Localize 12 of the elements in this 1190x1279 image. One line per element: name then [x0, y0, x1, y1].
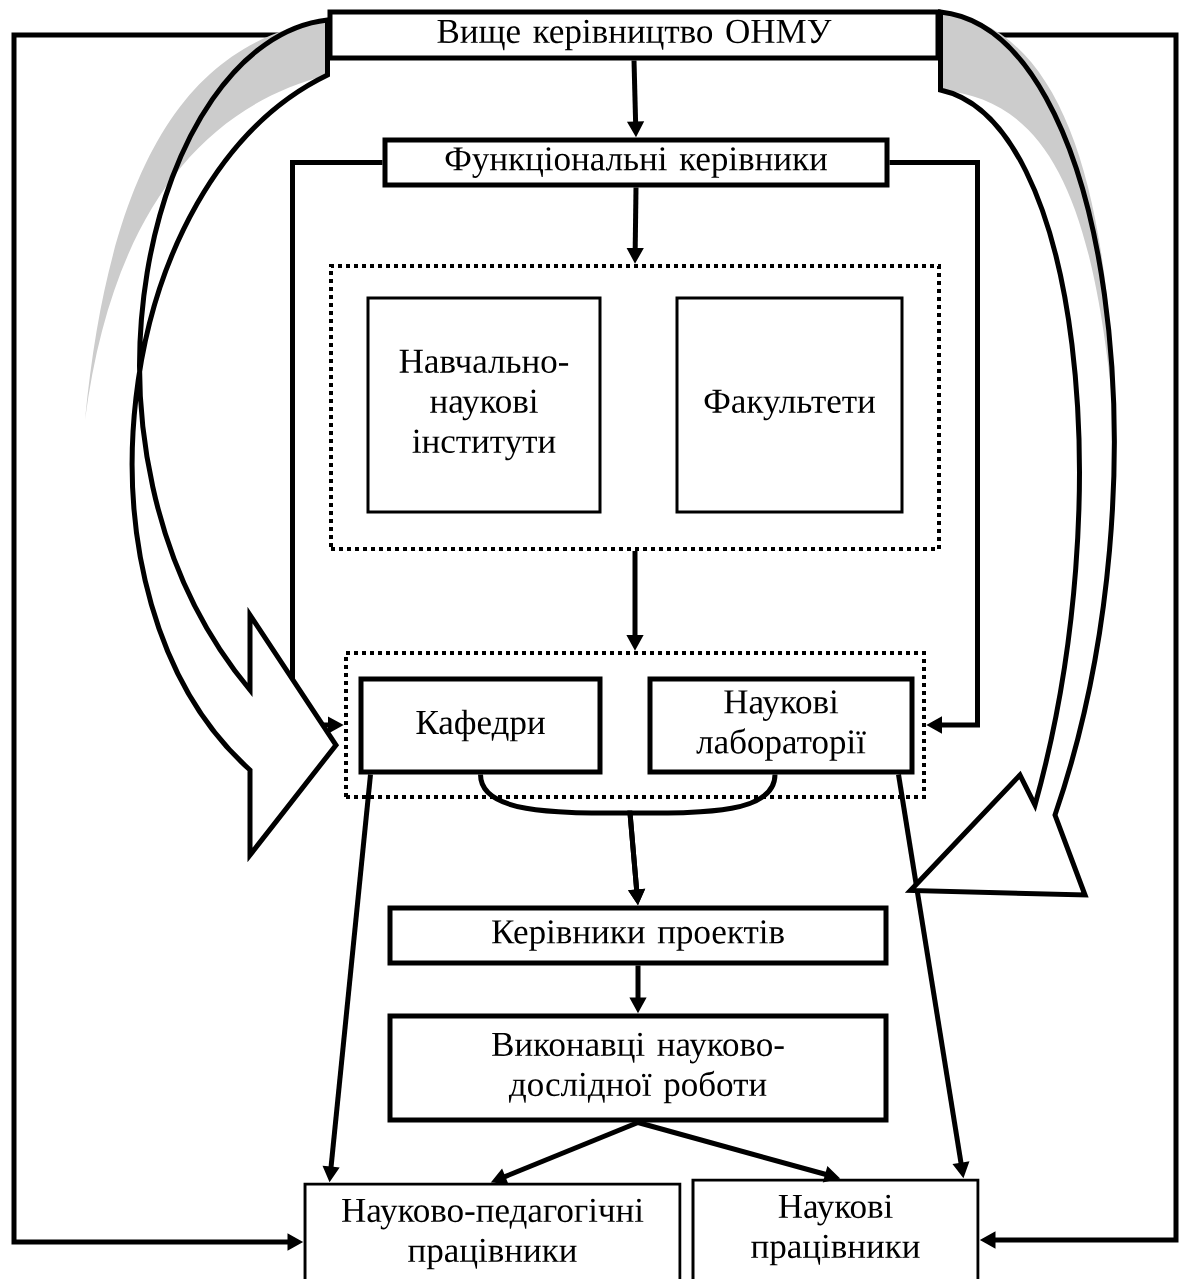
group-frame — [329, 264, 941, 551]
unit-box: Кафедри — [358, 676, 603, 775]
process-box: Функціональні керівники — [382, 137, 890, 188]
staff-box: Наукові працівники — [691, 1178, 980, 1279]
process-box: Виконавці науково-дослідної роботи — [387, 1013, 889, 1123]
unit-box: Навчально-наукові інститути — [366, 296, 602, 514]
process-box: Керівники проектів — [387, 905, 889, 966]
unit-box: Факультети — [675, 296, 904, 514]
management-box: Вище керівництво ОНМУ — [327, 9, 941, 61]
staff-box: Науково-педагогічні працівники — [303, 1182, 682, 1279]
group-frame — [344, 651, 926, 799]
unit-box: Наукові лабораторії — [647, 676, 915, 775]
